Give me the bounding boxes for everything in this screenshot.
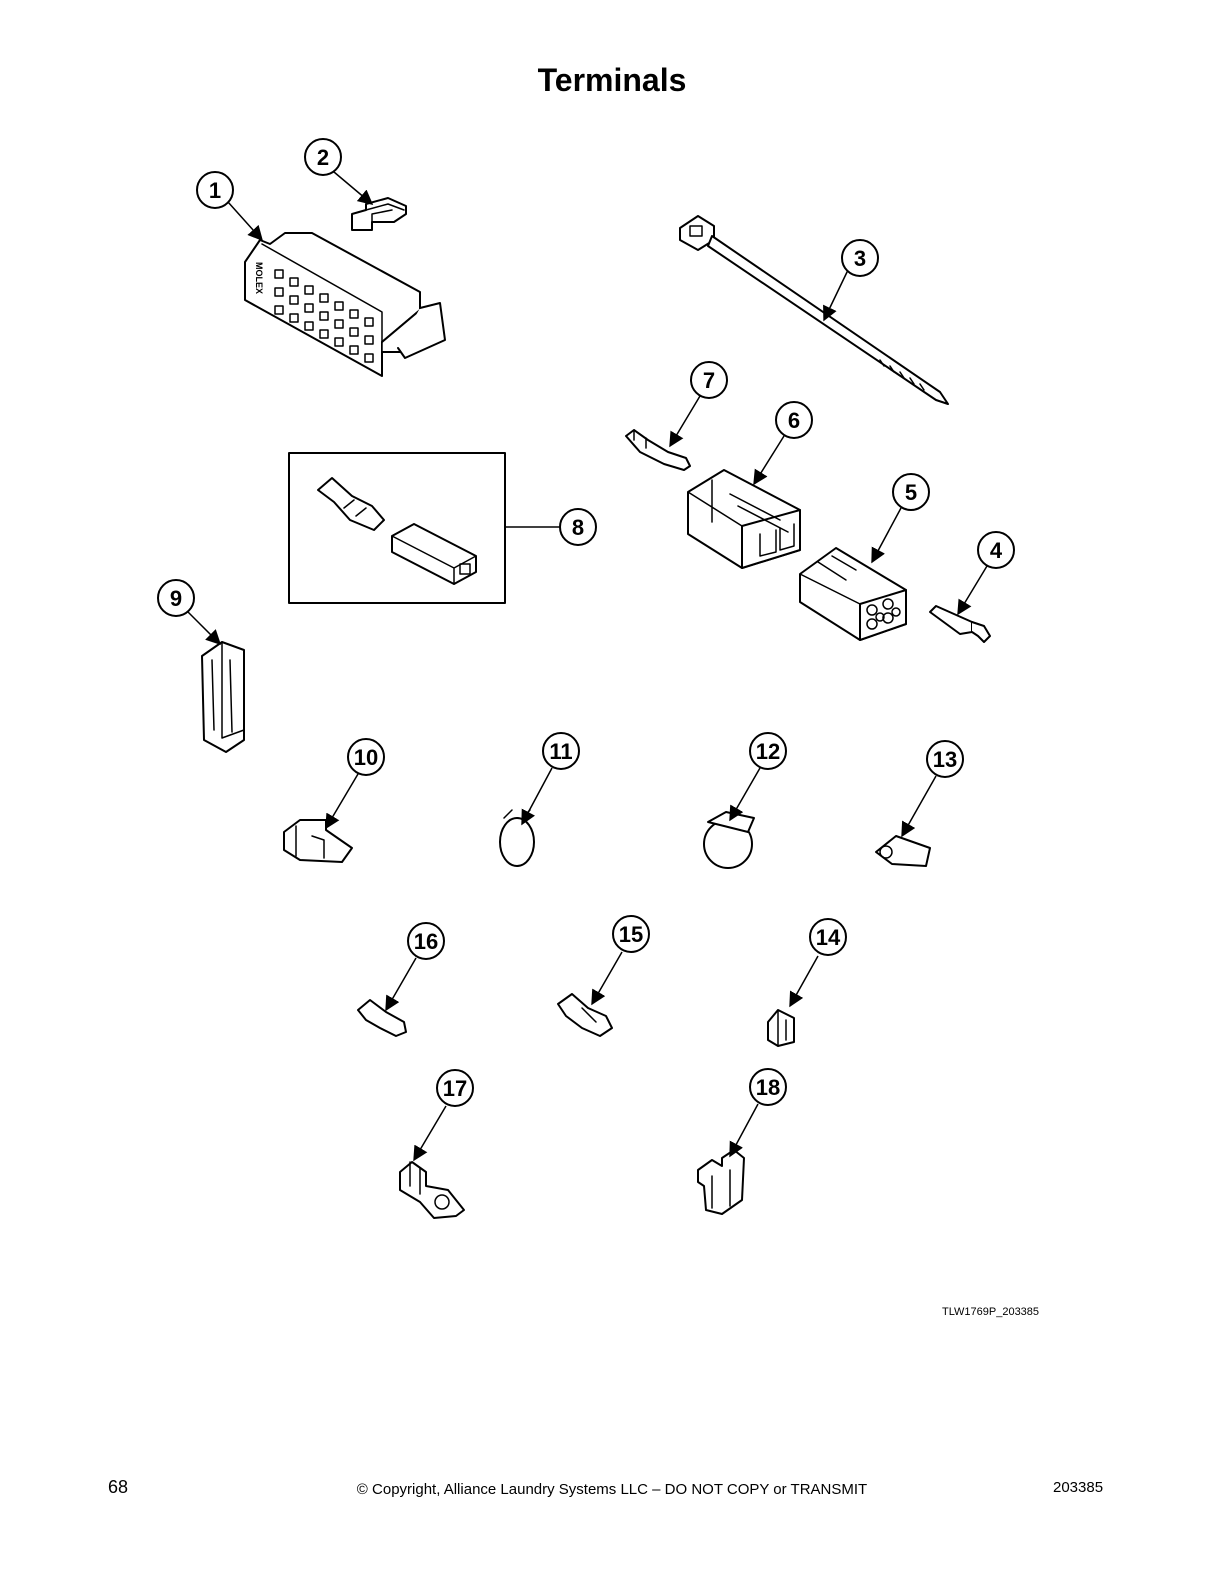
- callout-15: 15: [612, 915, 650, 953]
- callout-number: 6: [788, 408, 800, 433]
- callout-17: 17: [436, 1069, 474, 1107]
- callout-11: 11: [542, 732, 580, 770]
- part-13-wire-clamp: [875, 835, 931, 867]
- callout-4: 4: [977, 531, 1015, 569]
- callout-10: 10: [347, 738, 385, 776]
- callout-2: 2: [304, 138, 342, 176]
- callout-18: 18: [749, 1068, 787, 1106]
- part-1-molex-connector: MOLEX: [244, 232, 446, 377]
- part-14-terminal: [767, 1009, 795, 1047]
- callout-number: 3: [854, 246, 866, 271]
- callout-9: 9: [157, 579, 195, 617]
- part-2-clip: [351, 197, 407, 231]
- part-11-ring-clip: [499, 809, 535, 867]
- callout-3: 3: [841, 239, 879, 277]
- callout-number: 7: [703, 368, 715, 393]
- part-16-quick-connect: [357, 999, 407, 1037]
- document-number: 203385: [1053, 1479, 1104, 1496]
- callout-6: 6: [775, 401, 813, 439]
- leader-lines: [187, 171, 988, 1162]
- part-15-quick-connect: [557, 993, 613, 1037]
- callout-16: 16: [407, 922, 445, 960]
- callout-7: 7: [690, 361, 728, 399]
- callout-number: 4: [990, 538, 1003, 563]
- callout-13: 13: [926, 740, 964, 778]
- callout-14: 14: [809, 918, 847, 956]
- callout-number: 9: [170, 586, 182, 611]
- callout-number: 14: [816, 925, 841, 950]
- drawing-reference: TLW1769P_203385: [942, 1306, 1040, 1318]
- part-17-ring-terminal: [399, 1161, 465, 1219]
- callout-12: 12: [749, 732, 787, 770]
- part-9-retainer: [201, 641, 245, 753]
- copyright-notice: © Copyright, Alliance Laundry Systems LL…: [356, 1481, 868, 1498]
- part-4-pin-terminal: [929, 605, 991, 643]
- callout-number: 11: [549, 739, 572, 764]
- callout-number: 10: [354, 745, 378, 770]
- part-8-terminal-kit: [288, 452, 506, 604]
- part-5-plug-housing: [799, 547, 907, 641]
- page-number: 68: [108, 1477, 129, 1497]
- callout-1: 1: [196, 171, 234, 209]
- part-7-pin-terminal: [625, 429, 691, 471]
- part-10-wire-holder: [283, 819, 353, 863]
- callout-number: 17: [443, 1076, 467, 1101]
- callout-5: 5: [892, 473, 930, 511]
- callout-number: 1: [209, 178, 221, 203]
- callout-8: 8: [559, 508, 597, 546]
- part-6-receptacle-housing: [687, 469, 801, 569]
- page-title: Terminals: [537, 62, 687, 98]
- callout-number: 13: [933, 747, 957, 772]
- part-12-clamp: [703, 811, 755, 869]
- callout-number: 5: [905, 480, 917, 505]
- callout-number: 8: [572, 515, 584, 540]
- part-18-terminal-clip: [697, 1149, 745, 1215]
- molex-marking: MOLEX: [254, 262, 264, 294]
- callout-number: 2: [317, 145, 329, 170]
- callout-number: 12: [756, 739, 780, 764]
- callout-number: 15: [619, 922, 643, 947]
- callout-number: 18: [756, 1075, 780, 1100]
- callout-number: 16: [414, 929, 438, 954]
